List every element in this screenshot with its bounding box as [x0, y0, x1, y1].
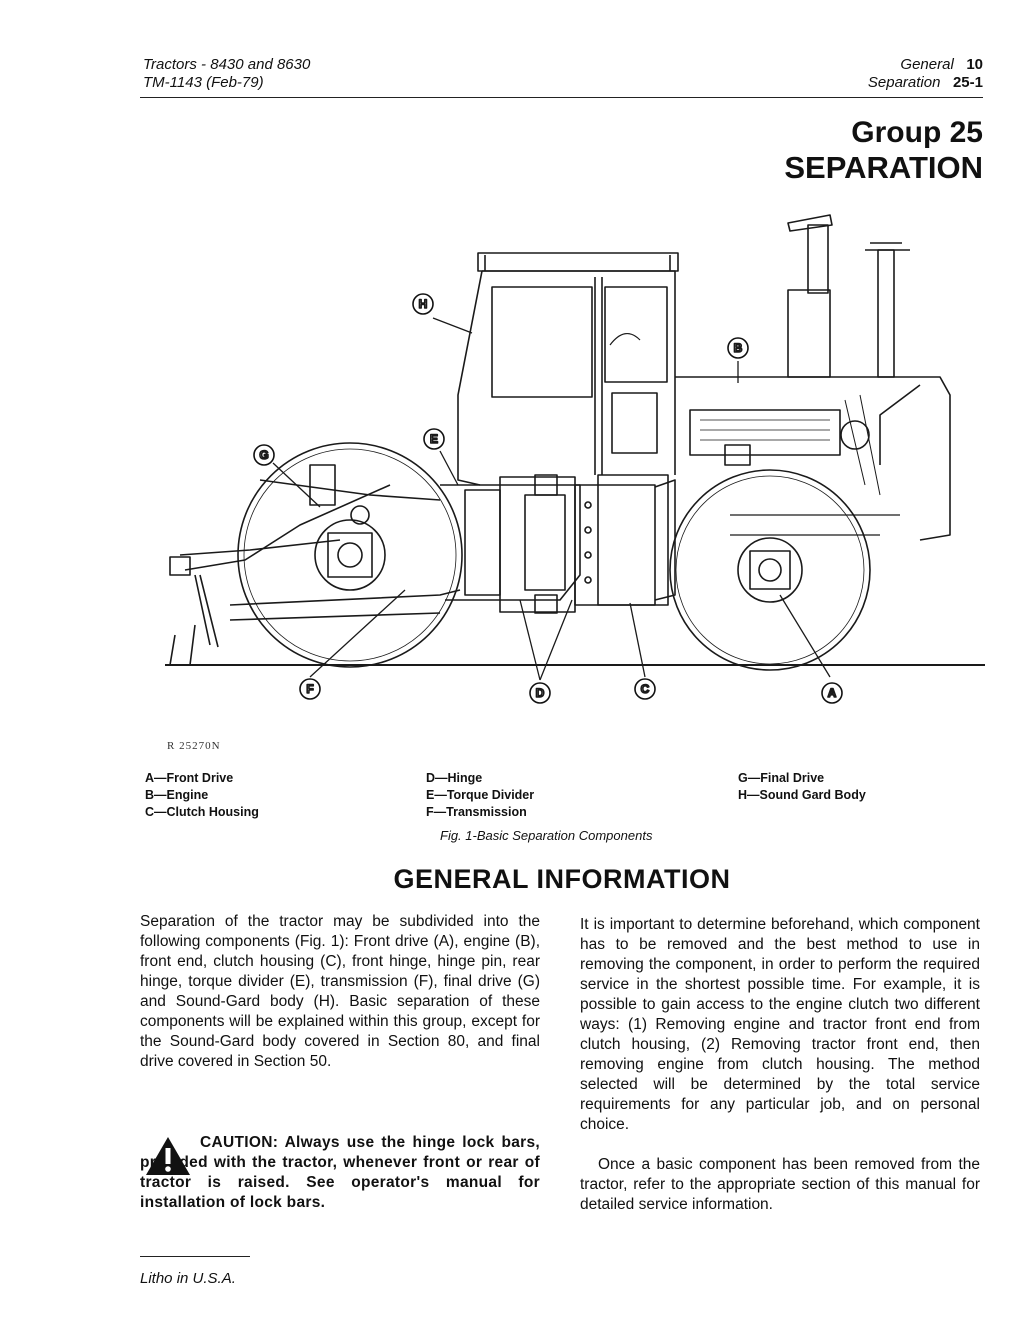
header-manual-title: Tractors - 8430 and 8630 [143, 56, 311, 73]
svg-text:F: F [306, 682, 313, 696]
header-rule [140, 97, 983, 98]
figure-code: R 25270N [167, 740, 221, 752]
footer-litho: Litho in U.S.A. [140, 1270, 236, 1287]
caution-block: CAUTION: Always use the hinge lock bars,… [140, 1133, 540, 1213]
svg-text:E: E [430, 432, 438, 446]
rear-wheel [237, 442, 463, 668]
rear-hitch [169, 464, 461, 666]
front-wheel [669, 469, 871, 671]
legend-column-1: A—Front Drive B—Engine C—Clutch Housing [145, 770, 259, 821]
svg-text:C: C [641, 682, 650, 696]
left-column-paragraph: Separation of the tractor may be subdivi… [140, 913, 540, 1070]
legend-item: F—Transmission [426, 805, 527, 819]
callout-g: G [253, 444, 275, 466]
legend-column-2: D—Hinge E—Torque Divider F—Transmission [426, 770, 534, 821]
section-title: GENERAL INFORMATION [393, 864, 731, 894]
hood-engine [675, 214, 951, 541]
right-column-paragraph-2: Once a basic component has been removed … [580, 1156, 980, 1213]
header-manual-code: TM-1143 (Feb-79) [143, 74, 264, 91]
callout-leaders [272, 317, 831, 681]
callout-c: C [634, 678, 656, 700]
svg-text:A: A [828, 686, 837, 700]
legend-column-3: G—Final Drive H—Sound Gard Body [738, 770, 866, 804]
header-section-number: 10 [966, 56, 983, 73]
legend-item: B—Engine [145, 788, 209, 802]
callout-a: A [821, 682, 843, 704]
legend-item: A—Front Drive [145, 771, 234, 785]
legend-item: E—Torque Divider [426, 788, 535, 802]
callout-b: B [727, 337, 749, 359]
legend-item: G—Final Drive [738, 771, 825, 785]
svg-text:H: H [419, 297, 428, 311]
callout-balloons: H B E G F D C A [253, 293, 843, 704]
header-page-number: 25-1 [952, 74, 983, 91]
header-section-label: General [900, 56, 954, 73]
right-column-paragraph-1: It is important to determine beforehand,… [580, 916, 980, 1133]
tractor-separation-diagram: H B E G F D C A [165, 214, 985, 704]
caution-text: CAUTION: Always use the hinge lock bars,… [140, 1134, 540, 1211]
drivetrain [440, 474, 676, 614]
legend-item: H—Sound Gard Body [738, 788, 866, 802]
figure-caption: Fig. 1-Basic Separation Components [440, 828, 653, 843]
footer-rule [140, 1256, 250, 1257]
header-right: General 10 Separation 25-1 [868, 56, 983, 92]
header-group-label: Separation [867, 74, 941, 91]
callout-h: H [412, 293, 434, 315]
cab-body [457, 252, 679, 486]
callout-f: F [299, 678, 321, 700]
legend-item: D—Hinge [426, 771, 483, 785]
svg-text:D: D [536, 686, 545, 700]
callout-e: E [423, 428, 445, 450]
svg-text:B: B [734, 341, 743, 355]
caution-triangle-icon [146, 1137, 190, 1175]
callout-d: D [529, 682, 551, 704]
legend-item: C—Clutch Housing [145, 805, 259, 819]
group-number-title: Group 25 [851, 116, 983, 149]
svg-text:G: G [259, 448, 268, 462]
header-left: Tractors - 8430 and 8630 TM-1143 (Feb-79… [143, 56, 310, 92]
group-name-title: SEPARATION [784, 150, 983, 185]
